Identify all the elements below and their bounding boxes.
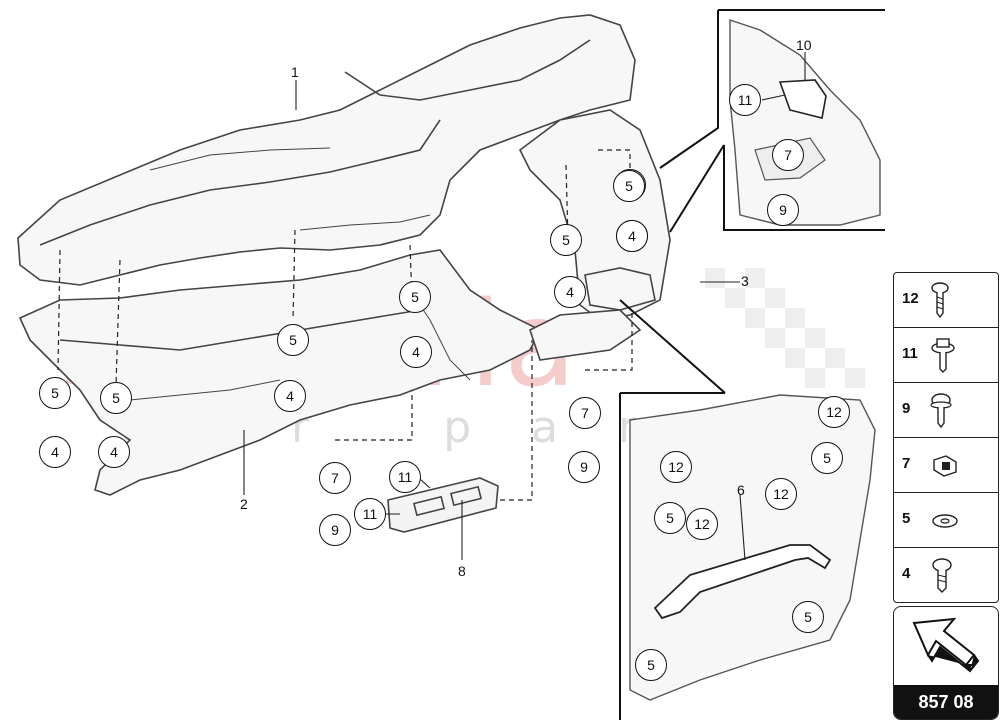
callout-bubble: 4: [400, 336, 432, 368]
part-label-8: 8: [458, 563, 466, 579]
callout-bubble: 5: [654, 502, 686, 534]
legend-number: 5: [902, 510, 911, 527]
callout-bubble: 5: [100, 382, 132, 414]
callout-bubble: 5: [277, 324, 309, 356]
legend-number: 9: [902, 400, 911, 417]
legend-number: 4: [902, 565, 911, 582]
legend-row: 9: [894, 383, 998, 438]
callout-bubble: 4: [554, 276, 586, 308]
legend-number: 12: [902, 290, 919, 307]
legend-row: 5: [894, 493, 998, 548]
console-bracket: [518, 109, 671, 361]
bolt-icon: [930, 556, 954, 599]
callout-bubble: 7: [319, 462, 351, 494]
screw-icon: [930, 281, 950, 324]
legend-row: 11: [894, 328, 998, 383]
dashed-leaders: [57, 149, 633, 501]
callout-bubble: 11: [354, 498, 386, 530]
callout-bubble: 12: [686, 508, 718, 540]
callout-bubble: 4: [39, 436, 71, 468]
callout-bubble: 12: [818, 396, 850, 428]
callout-bubble: 11: [729, 84, 761, 116]
callout-bubble: 5: [811, 442, 843, 474]
callout-bubble: 12: [765, 478, 797, 510]
dashboard-lower: [18, 249, 542, 496]
callout-bubble: 4: [98, 436, 130, 468]
callout-bubble: 5: [39, 377, 71, 409]
dashboard-upper: [17, 14, 636, 286]
callout-bubble: 5: [635, 649, 667, 681]
legend-number: 11: [902, 345, 918, 362]
legend-number: 7: [902, 455, 911, 472]
legend-row: 12: [894, 273, 998, 328]
callout-bubble: 9: [767, 194, 799, 226]
callout-bubble: 5: [613, 170, 645, 202]
reference-box: 857 08: [893, 606, 999, 720]
callout-bubble: 5: [399, 281, 431, 313]
callout-bubble: 7: [569, 397, 601, 429]
part-label-1: 1: [291, 64, 299, 80]
reference-code: 857 08: [894, 685, 998, 719]
flange-screw-icon: [930, 336, 956, 379]
clip-nut-icon: [930, 446, 960, 489]
callout-bubble: 4: [274, 380, 306, 412]
part-label-3: 3: [741, 273, 749, 289]
callout-bubble: 9: [568, 451, 600, 483]
callout-bubble: 11: [389, 461, 421, 493]
checker-watermark: [705, 268, 865, 388]
callout-bubble: 12: [660, 451, 692, 483]
washer-icon: [930, 501, 960, 544]
solid-leaders: [243, 52, 806, 561]
screw-icon: [930, 391, 952, 434]
callout-bubble: 4: [616, 220, 648, 252]
callout-bubble: 5: [792, 601, 824, 633]
part-label-10: 10: [796, 37, 812, 53]
legend-row: 4: [894, 548, 998, 602]
legend-row: 7: [894, 438, 998, 493]
detail-inset-top: [659, 9, 885, 233]
part-label-6: 6: [737, 482, 745, 498]
bracket-8: [387, 477, 499, 533]
fastener-legend: 12 11 9 7 5: [893, 272, 999, 603]
direction-arrow-icon: [908, 613, 984, 684]
callout-bubble: 5: [550, 224, 582, 256]
callout-bubble: 7: [772, 139, 804, 171]
part-label-2: 2: [240, 496, 248, 512]
callout-bubble: 9: [319, 514, 351, 546]
